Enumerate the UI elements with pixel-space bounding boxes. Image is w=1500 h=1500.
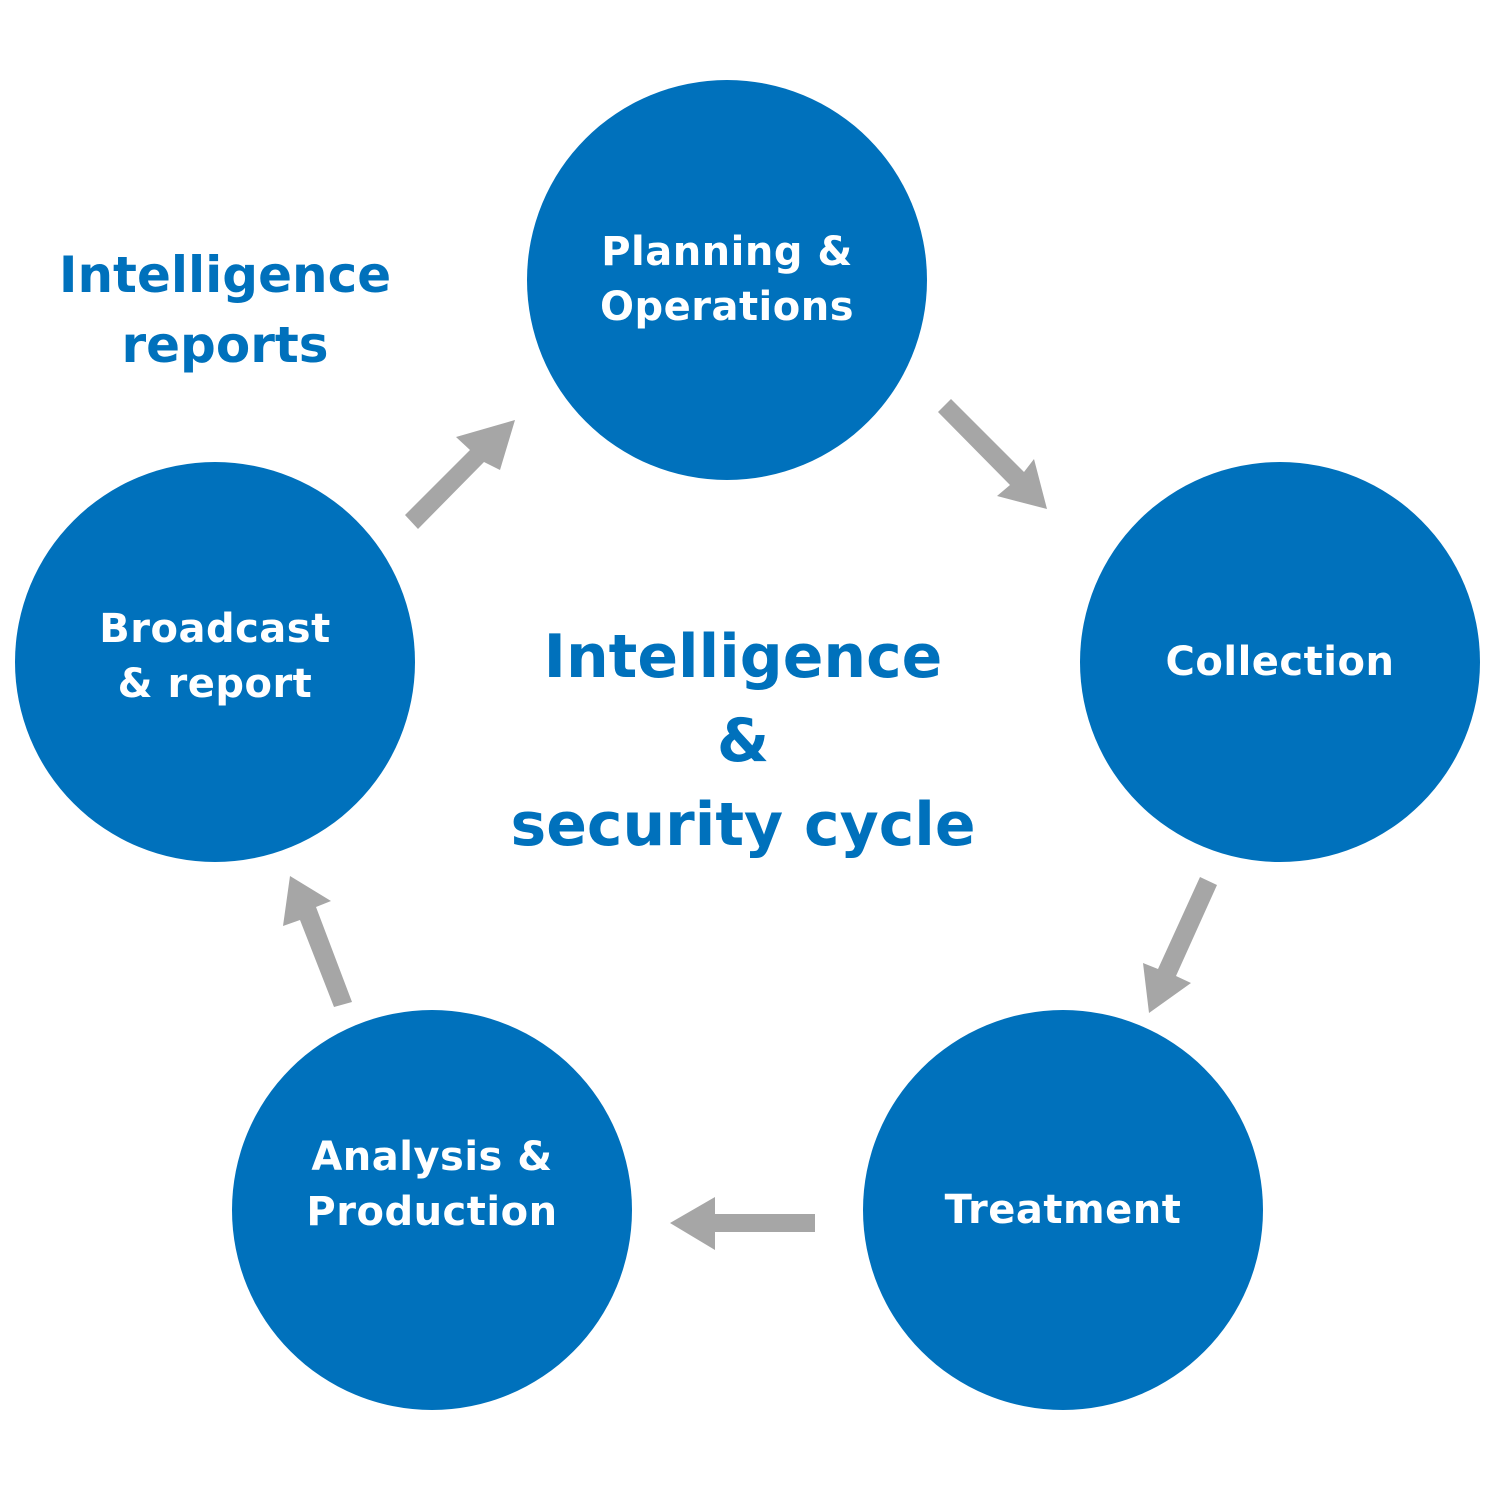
intelligence-reports-label: Intelligence reports — [58, 246, 392, 374]
node-label: Treatment — [944, 1186, 1182, 1233]
node-label: Analysis & Production — [306, 1134, 558, 1235]
cycle-title: Intelligence & security cycle — [510, 622, 976, 860]
node-treatment: Treatment — [863, 1010, 1263, 1410]
node-analysis-production: Analysis & Production — [232, 1010, 632, 1410]
node-label: Planning & Operations — [599, 229, 855, 330]
arrow-analysis-to-broadcast — [283, 876, 352, 1007]
node-label: Broadcast & report — [99, 606, 331, 707]
arrow-treatment-to-analysis — [670, 1197, 815, 1250]
node-collection: Collection — [1080, 462, 1480, 862]
arrow-broadcast-to-planning — [405, 420, 515, 529]
node-label: Collection — [1165, 638, 1395, 685]
arrow-planning-to-collection — [938, 399, 1047, 509]
node-broadcast-report: Broadcast & report — [15, 462, 415, 862]
node-planning-operations: Planning & Operations — [527, 80, 927, 480]
arrow-collection-to-treatment — [1143, 877, 1217, 1013]
